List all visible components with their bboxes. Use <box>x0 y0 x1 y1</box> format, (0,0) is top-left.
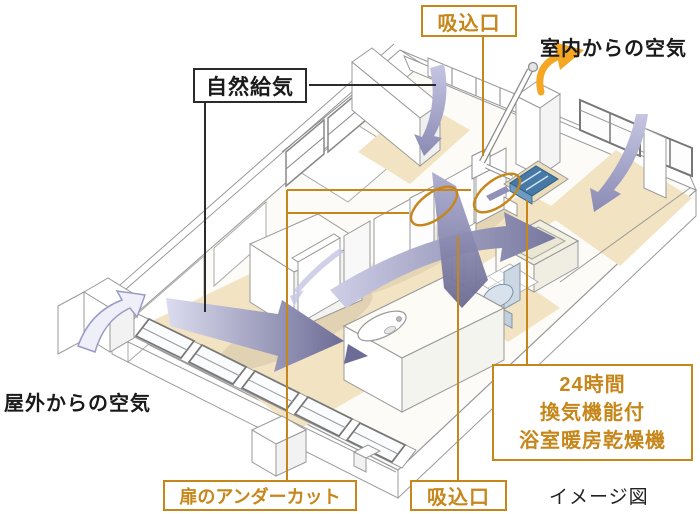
label-indoor-air: 室内からの空気 <box>540 38 687 60</box>
exhaust-curl-arrow-icon <box>536 42 584 96</box>
bedroom-door-panel <box>643 127 667 199</box>
callouts <box>204 37 528 480</box>
label-bath-unit: 24時間 換気機能付 浴室暖房乾燥機 <box>492 364 693 461</box>
exhaust-duct-pipe <box>471 61 539 181</box>
label-image-note: イメージ図 <box>549 487 649 508</box>
airflow-arrow-supply-vent-icon <box>414 64 447 156</box>
interior-walls <box>351 47 561 177</box>
label-outdoor-air: 屋外からの空気 <box>4 393 151 415</box>
label-intake-bottom: 吸込口 <box>410 480 507 511</box>
label-natural-supply: 自然給気 <box>193 68 307 103</box>
airflow-arrow-living-icon <box>166 298 344 372</box>
bedroom-windows <box>579 98 693 199</box>
label-door-undercut: 扉のアンダーカット <box>163 480 357 511</box>
label-intake-top: 吸込口 <box>421 5 517 37</box>
undercut-ellipse-marker-b <box>472 172 522 214</box>
kitchen-sink <box>357 310 407 342</box>
undercut-ellipse-marker-a <box>409 185 459 227</box>
airflow-arrow-undercut-icon <box>432 172 488 308</box>
airflow-arrows <box>77 64 648 372</box>
airflow-arrow-outdoor-in-icon <box>77 290 147 353</box>
bath-dryer-unit <box>503 160 569 217</box>
outdoor-vent-cap <box>527 61 539 73</box>
airflow-arrow-corridor-icon <box>330 212 556 308</box>
balcony-windows <box>119 313 417 473</box>
airflow-arrow-bedroom-window-icon <box>590 114 648 212</box>
faucet <box>396 316 402 322</box>
